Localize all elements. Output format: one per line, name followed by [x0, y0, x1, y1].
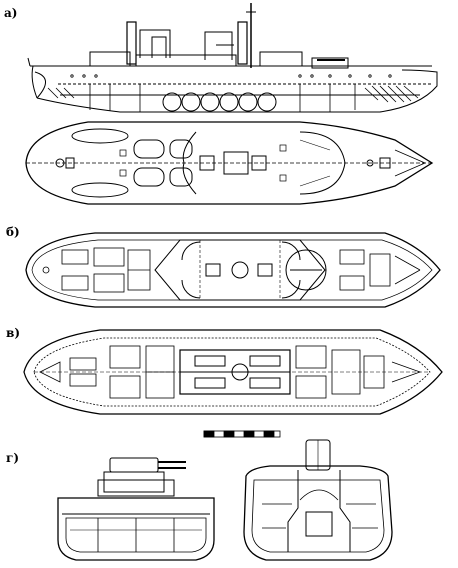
cross-section-turret	[57, 457, 215, 561]
lower-deck-plan	[23, 329, 443, 415]
view-label-g: г)	[6, 451, 20, 465]
view-label-b: б)	[6, 225, 20, 239]
cross-section-funnel	[243, 439, 393, 561]
view-label-v: в)	[6, 326, 21, 340]
upper-deck-plan	[25, 121, 434, 205]
side-elevation-view	[27, 3, 438, 113]
view-label-a: а)	[4, 6, 18, 20]
scale-bar	[203, 430, 281, 438]
battery-deck-plan	[25, 232, 441, 308]
